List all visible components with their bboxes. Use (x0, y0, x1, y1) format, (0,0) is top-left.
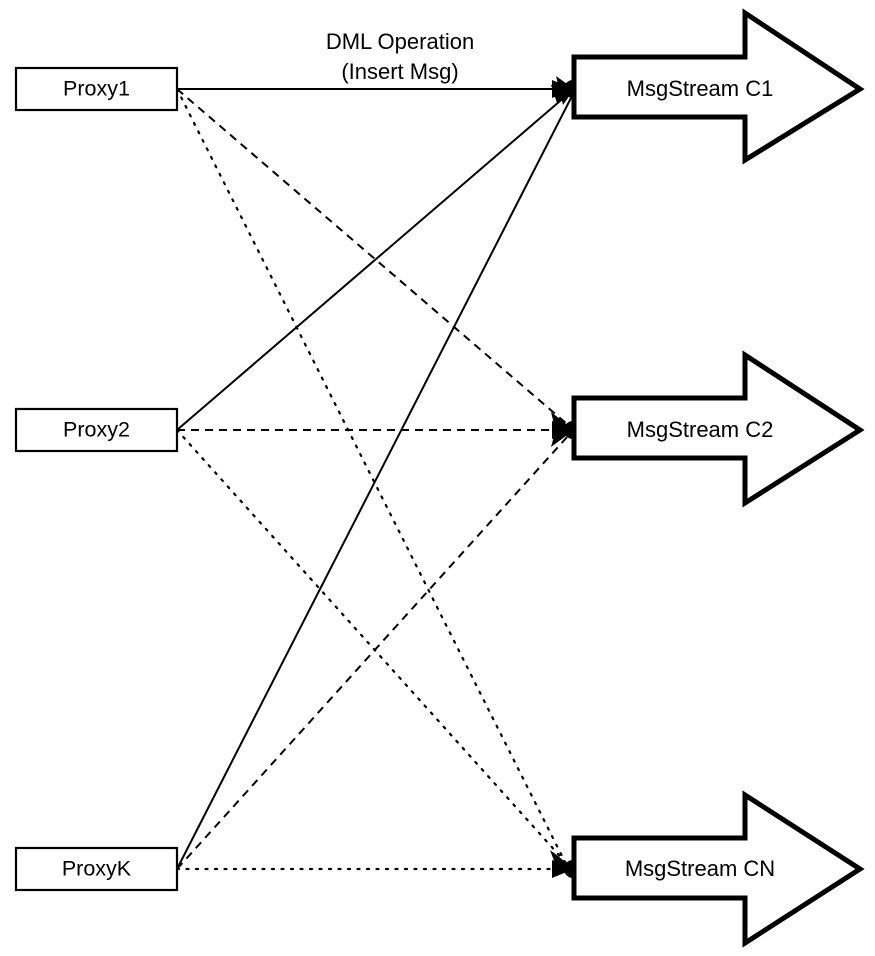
msgstream-node-c1[interactable]: MsgStream C1 (571, 8, 865, 165)
msgstream-c2-arrow-shape[interactable] (571, 350, 865, 508)
msgstream-c1-label: MsgStream C1 (627, 76, 774, 101)
proxy-node-proxyk[interactable]: ProxyK (14, 846, 179, 892)
edge-proxyk-to-msgstream-c1 (176, 95, 573, 870)
proxy2-box[interactable] (14, 407, 179, 453)
arrowhead-layer (550, 76, 582, 878)
edge-proxy2-to-msgstream-c1 (176, 94, 568, 431)
proxy2-label: Proxy2 (63, 418, 130, 442)
caption-line-1: DML Operation (326, 29, 474, 54)
edge-proxyk-to-msgstream-c2 (176, 435, 569, 870)
msgstream-c1-arrow-shape[interactable] (571, 8, 865, 165)
proxyk-label: ProxyK (62, 857, 132, 881)
msgstream-node-cn[interactable]: MsgStream CN (571, 790, 865, 948)
msgstream-cn-label: MsgStream CN (625, 856, 775, 881)
edge-proxy2-to-msgstream-cn (175, 428, 569, 866)
proxy-node-proxy1[interactable]: Proxy1 (14, 66, 179, 112)
proxy1-box[interactable] (14, 66, 179, 112)
msgstream-c2-label: MsgStream C2 (627, 417, 774, 442)
proxy1-label: Proxy1 (63, 77, 130, 101)
edge-proxy1-to-msgstream-cn (175, 87, 568, 866)
msgstream-node-c2[interactable]: MsgStream C2 (571, 350, 865, 508)
proxyk-box[interactable] (14, 846, 179, 892)
dml-operation-caption: DML Operation (Insert Msg) (326, 29, 474, 84)
caption-line-2: (Insert Msg) (341, 59, 458, 84)
edge-layer (175, 87, 573, 871)
proxy-node-proxy2[interactable]: Proxy2 (14, 407, 179, 453)
msgstream-cn-arrow-shape[interactable] (571, 790, 865, 948)
edge-proxy1-to-msgstream-c2 (176, 88, 568, 425)
